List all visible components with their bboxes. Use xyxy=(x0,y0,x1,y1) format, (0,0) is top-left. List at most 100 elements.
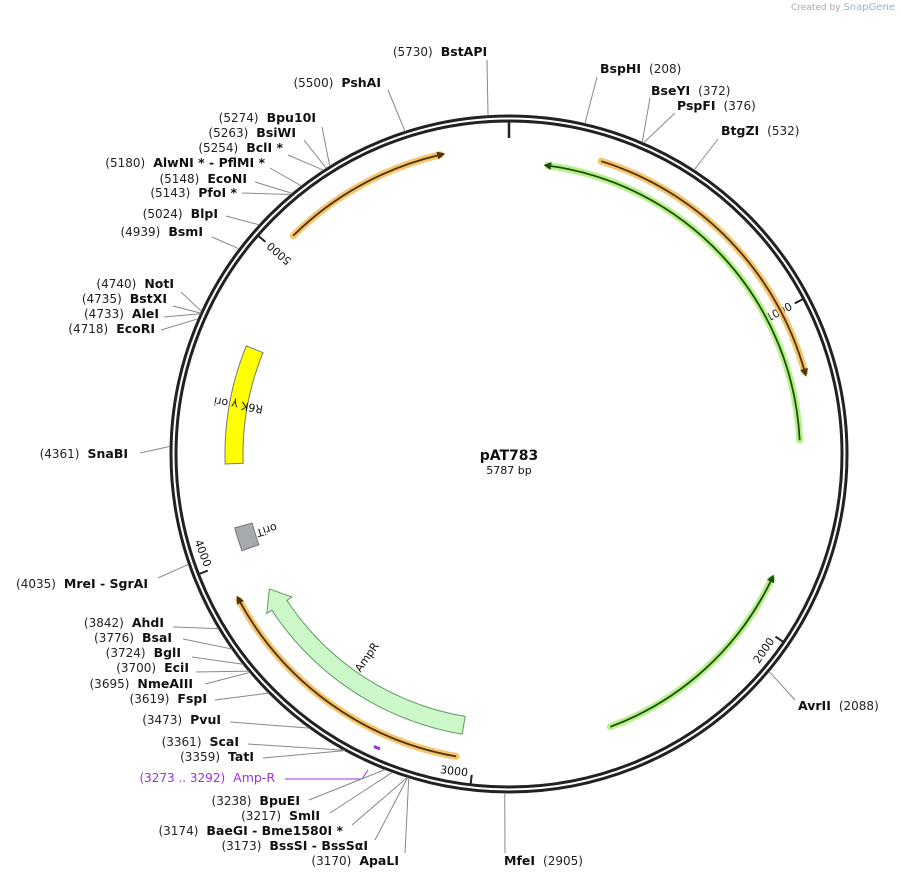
leader-line xyxy=(254,181,293,194)
feature-green[interactable] xyxy=(606,574,776,731)
leader-line xyxy=(182,638,232,650)
tick-label: 3000 xyxy=(439,763,468,779)
feature-line xyxy=(547,164,801,441)
site-pfoi[interactable]: (5143)PfoI * xyxy=(150,185,291,200)
site-label: (4361) SnaBI xyxy=(40,446,128,461)
site-ampr[interactable]: (3273 .. 3292) Amp-R xyxy=(139,744,381,785)
site-ahdi[interactable]: (3842)AhdI xyxy=(84,615,219,630)
site-bpu10i[interactable]: (5274)Bpu10I xyxy=(219,110,331,167)
tick-mark xyxy=(469,774,473,785)
site-position: (3695) xyxy=(90,677,130,691)
site-label: (4735)BstXI xyxy=(82,291,167,306)
leader-line xyxy=(139,445,171,454)
tick-mark xyxy=(257,234,267,243)
leader-line xyxy=(486,59,489,116)
site-pvui[interactable]: (3473)PvuI xyxy=(142,712,310,729)
site-label: (3473)PvuI xyxy=(142,712,221,727)
site-mrei[interactable]: (4035)MreI - SgrAI xyxy=(16,563,189,591)
site-position: (3273 .. 3292) xyxy=(139,771,225,785)
site-snabi[interactable]: (4361) SnaBI xyxy=(40,445,171,461)
site-label: (3170)ApaLI xyxy=(311,853,399,868)
site-alwni[interactable]: (5180)AlwNI * - PflMI * xyxy=(105,155,302,187)
site-bcli[interactable]: (5254)BclI * xyxy=(198,140,324,171)
feature-orit[interactable]: oriT xyxy=(234,521,279,552)
site-label: (3359)TatI xyxy=(180,749,254,764)
site-position: (4735) xyxy=(82,292,122,306)
site-bstapi[interactable]: (5730)BstAPI xyxy=(393,44,489,116)
site-alei[interactable]: (4733)AleI xyxy=(84,306,201,321)
site-bsmi[interactable]: (4939)BsmI xyxy=(120,224,240,250)
site-nmeaiii[interactable]: (3695)NmeAIII xyxy=(90,672,250,691)
site-ecori[interactable]: (4718)EcoRI xyxy=(68,318,199,336)
tick-label: 2000 xyxy=(751,635,778,665)
site-name: BaeGI - Bme1580I * xyxy=(206,823,343,838)
site-name: EciI xyxy=(164,660,189,675)
site-name: BssSI - BssSαI xyxy=(269,838,368,853)
site-bpuei[interactable]: (3238)BpuEI xyxy=(212,769,386,808)
site-smli[interactable]: (3217)SmlI xyxy=(241,771,393,823)
site-pspfi[interactable]: PspFI(376) xyxy=(643,98,756,144)
site-position: (5024) xyxy=(143,207,183,221)
leader-line xyxy=(387,89,406,132)
site-name: SnaBI xyxy=(87,446,128,461)
site-noti[interactable]: (4740)NotI xyxy=(96,276,202,312)
site-bstxi[interactable]: (4735)BstXI xyxy=(82,291,201,314)
site-label: (5500)PshAI xyxy=(293,75,381,90)
arrowhead xyxy=(543,162,552,171)
site-apali[interactable]: (3170)ApaLI xyxy=(311,777,410,868)
site-label: (4740)NotI xyxy=(96,276,174,291)
site-mfei[interactable]: MfeI(2905) xyxy=(504,792,583,868)
feature-orange[interactable] xyxy=(597,157,809,377)
site-baegi[interactable]: (3174) BaeGI - Bme1580I * xyxy=(158,777,408,838)
site-position: (3361) xyxy=(162,735,202,749)
feature-label: oriT xyxy=(254,521,278,540)
site-position: (4718) xyxy=(68,322,108,336)
site-position: (3174) xyxy=(158,824,198,838)
site-label: (3173)BssSI - BssSαI xyxy=(221,838,368,853)
feature-orange[interactable] xyxy=(235,595,460,760)
site-name: BsaI xyxy=(142,630,172,645)
leader-line xyxy=(287,154,324,171)
leader-line xyxy=(191,656,244,665)
leader-line xyxy=(225,215,260,226)
site-avrii[interactable]: AvrII(2088) xyxy=(768,671,879,713)
site-bsai[interactable]: (3776)BsaI xyxy=(94,630,232,650)
leader-line xyxy=(351,777,408,826)
site-bsphi[interactable]: BspHI(208) xyxy=(584,61,681,124)
site-econi[interactable]: (5148)EcoNI xyxy=(159,171,293,194)
leader-line xyxy=(285,769,369,780)
site-btgzi[interactable]: BtgZI(532) xyxy=(693,123,799,171)
site-position: (5274) xyxy=(219,111,259,125)
site-name: Amp-R xyxy=(233,770,275,785)
plasmid-length: 5787 bp xyxy=(486,464,531,477)
plasmid-name: pAT783 xyxy=(480,448,539,464)
feature-halo xyxy=(544,162,804,444)
site-bgli[interactable]: (3724) BglI xyxy=(106,645,244,665)
site-blpi[interactable]: (5024)BlpI xyxy=(143,206,260,226)
feature-green[interactable] xyxy=(543,162,804,444)
leader-line xyxy=(195,670,249,673)
site-name: BclI * xyxy=(246,140,283,155)
site-position: (4361) xyxy=(40,447,80,461)
site-ecii[interactable]: (3700)EciI xyxy=(116,660,249,675)
feature-orange[interactable] xyxy=(289,151,446,240)
site-position: (3724) xyxy=(106,646,146,660)
site-label: PspFI(376) xyxy=(677,98,756,113)
leader-line xyxy=(321,126,331,167)
site-pshai[interactable]: (5500)PshAI xyxy=(293,75,406,132)
site-bseyi[interactable]: BseYI(372) xyxy=(641,83,730,143)
site-tati[interactable]: (3359)TatI xyxy=(180,749,345,764)
feature-r6k-ori[interactable]: R6K γ ori xyxy=(213,345,264,465)
site-bsiwi[interactable]: (5263)BsiWI xyxy=(208,125,327,169)
site-position: (3473) xyxy=(142,713,182,727)
site-label: BseYI(372) xyxy=(651,83,730,98)
site-label: (4733)AleI xyxy=(84,306,159,321)
site-name: BglI xyxy=(154,645,181,660)
site-scai[interactable]: (3361)ScaI xyxy=(162,734,345,751)
site-fspi[interactable]: (3619)FspI xyxy=(130,691,269,706)
site-label: (5274)Bpu10I xyxy=(219,110,316,125)
leader-line xyxy=(303,139,327,169)
site-bsssi[interactable]: (3173)BssSI - BssSαI xyxy=(221,777,409,853)
